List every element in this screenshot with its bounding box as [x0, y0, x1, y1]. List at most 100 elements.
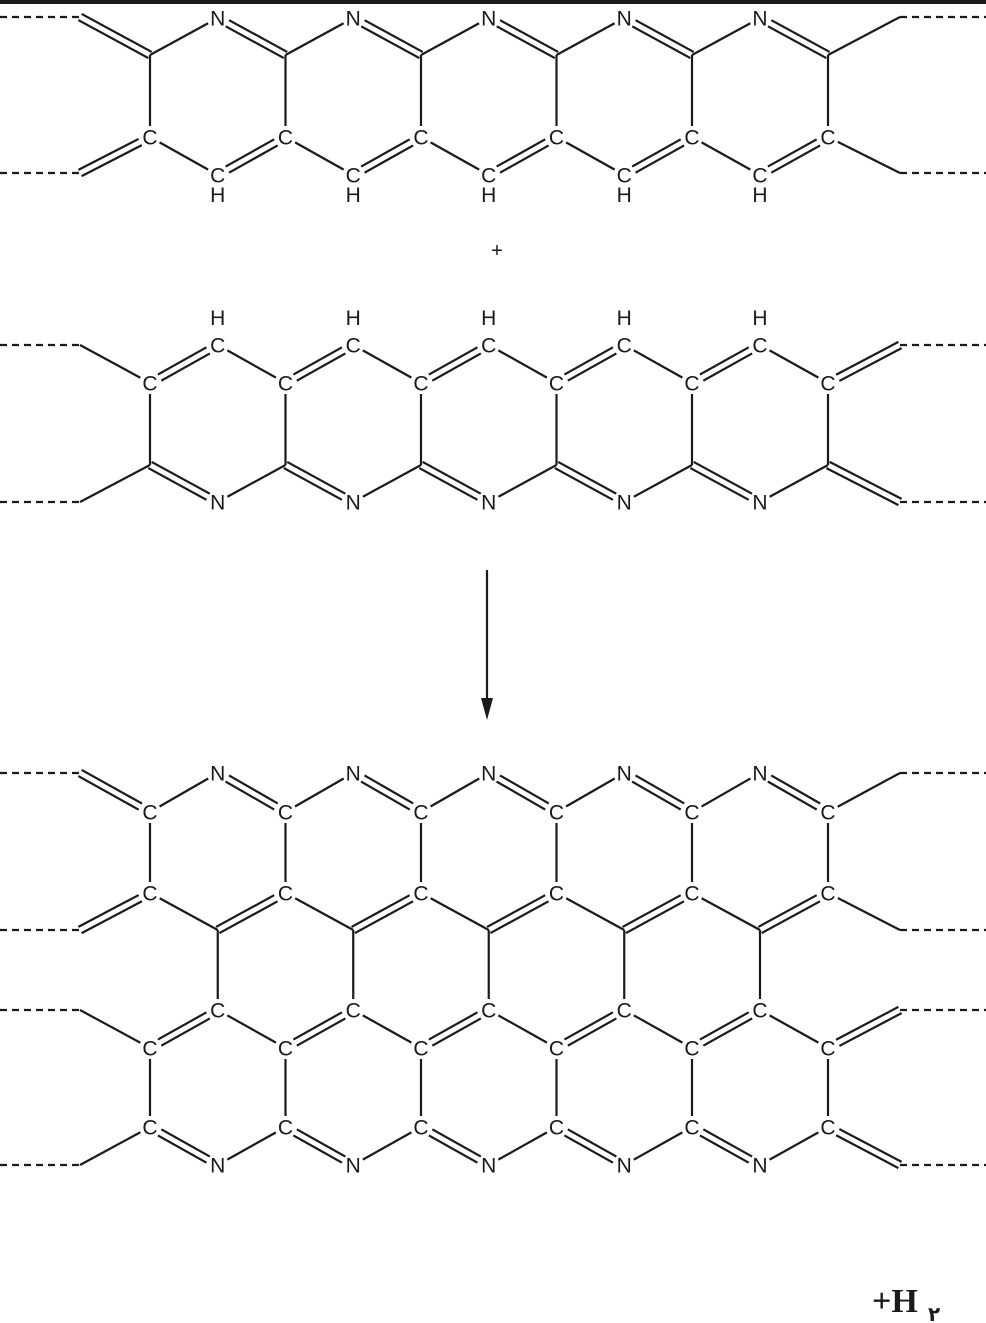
carbon-atom: C [684, 127, 699, 150]
nitrogen-atom: N [617, 1155, 632, 1178]
double-bond [428, 1011, 482, 1047]
bond-line [495, 780, 546, 811]
bond-line [693, 460, 753, 495]
bond-line [835, 1134, 899, 1170]
single-bond [827, 16, 901, 56]
bond-line [363, 774, 414, 805]
double-bond [835, 1128, 903, 1170]
nitrogen-atom: N [346, 1155, 361, 1178]
carbon-atom: C [210, 165, 225, 188]
bond-line [702, 352, 753, 382]
bond-line [689, 467, 750, 501]
bond-line [418, 467, 478, 501]
single-bond [159, 897, 219, 931]
double-bond [496, 19, 559, 60]
carbon-atom: C [617, 1000, 632, 1023]
bond-line [770, 144, 821, 174]
hydrogen-atom: H [752, 184, 767, 207]
carbon-atom: C [820, 1117, 835, 1140]
double-bond [292, 1128, 346, 1164]
double-bond [767, 19, 831, 60]
bond-line [431, 352, 482, 382]
double-bond [292, 346, 346, 382]
double-bond [563, 346, 617, 382]
double-bond [225, 138, 279, 174]
bond-line [702, 1128, 753, 1158]
double-bond [631, 774, 685, 811]
bond-line [360, 780, 411, 811]
bond-line [228, 144, 279, 174]
single-bond [159, 141, 209, 171]
bond-line [499, 144, 550, 174]
single-bond [565, 897, 625, 931]
nitrogen-atom: N [346, 8, 361, 31]
bond-line [631, 25, 691, 60]
bond-line [825, 467, 899, 507]
single-bond [769, 1014, 819, 1044]
bond-line [224, 780, 275, 811]
bond-line [292, 1134, 343, 1164]
nitrogen-atom: N [210, 1155, 225, 1178]
carbon-atom: C [820, 802, 835, 825]
bond-line [634, 774, 685, 805]
bond-line [81, 900, 143, 935]
bond-line [215, 894, 275, 928]
hydrogen-atom: H [481, 184, 496, 207]
carbon-atom: C [346, 165, 361, 188]
hydrogen-atom: H [346, 307, 361, 330]
carbon-atom: C [346, 335, 361, 358]
double-bond [77, 768, 143, 811]
bond-line [431, 1017, 482, 1047]
hydrogen-atom: H [617, 184, 632, 207]
nitrogen-atom: N [481, 763, 496, 786]
carbon-atom: C [413, 1117, 428, 1140]
single-bond [362, 464, 422, 498]
bond-line [767, 138, 818, 168]
carbon-atom: C [142, 883, 157, 906]
bond-line [486, 894, 546, 928]
single-bond [700, 777, 752, 808]
double-bond [157, 346, 211, 382]
carbon-atom: C [142, 127, 157, 150]
double-bond [757, 894, 821, 935]
carbon-atom: C [820, 1038, 835, 1061]
hydrogen-atom: H [481, 307, 496, 330]
bond-line [160, 1017, 211, 1047]
double-bond [699, 346, 753, 382]
carbon-atom: C [278, 373, 293, 396]
bond-line [554, 467, 614, 501]
double-bond [563, 1128, 617, 1164]
carbon-atom: C [549, 127, 564, 150]
carbon-atom: C [752, 165, 767, 188]
double-bond [631, 19, 695, 60]
carbon-atom: C [142, 1038, 157, 1061]
nitrogen-atom: N [346, 763, 361, 786]
single-bond [633, 349, 683, 379]
bond-line [635, 19, 695, 53]
nitrogen-atom: N [481, 492, 496, 515]
double-bond [157, 1128, 211, 1164]
bond-line [147, 467, 207, 501]
single-bond [633, 1014, 683, 1044]
bond-line [622, 894, 682, 928]
carbon-atom: C [278, 127, 293, 150]
carbon-atom: C [413, 883, 428, 906]
bond-line [699, 1134, 750, 1164]
single-bond [362, 1131, 412, 1161]
single-bond [158, 777, 209, 808]
double-bond [418, 460, 482, 501]
bond-line [77, 19, 149, 60]
bond-line [364, 144, 414, 174]
single-bond [633, 1131, 683, 1161]
single-bond [497, 1131, 548, 1161]
bond-line [496, 25, 556, 60]
nitrogen-atom: N [752, 1155, 767, 1178]
bond-line [81, 768, 143, 805]
carbon-atom: C [142, 373, 157, 396]
bond-line [296, 352, 346, 382]
bond-line [699, 346, 750, 376]
double-bond [360, 138, 414, 174]
bond-line [567, 352, 617, 382]
